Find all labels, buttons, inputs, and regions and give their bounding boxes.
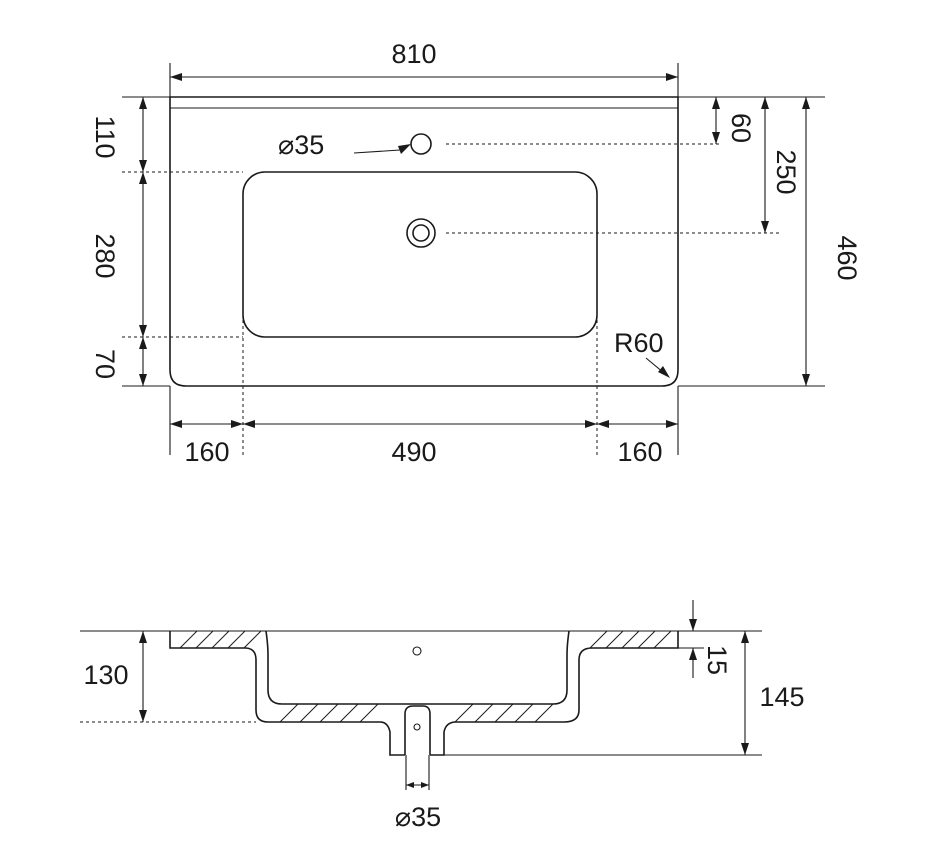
bowl-bottom-hatch [279, 704, 554, 722]
dim-label-145: 145 [759, 682, 804, 712]
dim-label-160-left: 160 [184, 437, 229, 467]
dim-label-490: 490 [391, 437, 436, 467]
section-outer-profile [169, 631, 679, 756]
dimension-drain-diameter: ⌀35 [395, 782, 441, 832]
dimension-overall-width: 810 [170, 39, 678, 81]
drain-neck [404, 705, 431, 755]
dimension-tap-offset: 60 [712, 97, 756, 144]
dim-label-60: 60 [726, 113, 756, 143]
dimension-bottom-row: 160 490 160 [170, 420, 678, 467]
basin-outline [169, 96, 679, 387]
drain-outer [406, 218, 436, 248]
dimension-left-stack: 110 280 70 [90, 97, 147, 386]
dim-label-15: 15 [702, 645, 732, 675]
dim-label-70: 70 [90, 349, 120, 379]
section-inner-profile [265, 630, 570, 705]
bowl-outline [242, 171, 598, 338]
corner-radius-callout: R60 [614, 328, 670, 378]
dim-label-160-right: 160 [617, 437, 662, 467]
tap-hole-diameter-label: ⌀35 [278, 130, 324, 160]
dim-label-280: 280 [90, 233, 120, 278]
dim-label-460: 460 [832, 235, 862, 280]
plan-view: 810 110 280 70 ⌀35 60 [90, 39, 862, 467]
overflow-hole [412, 646, 422, 656]
dimension-overall-depth: 460 [802, 97, 862, 386]
dimension-drain-offset: 250 [761, 97, 801, 233]
dim-label-810: 810 [391, 39, 436, 69]
section-view: 130 15 145 ⌀35 [80, 600, 805, 832]
tap-hole-callout: ⌀35 [278, 130, 411, 160]
dim-label-130: 130 [83, 660, 128, 690]
dim-label-110: 110 [90, 115, 120, 158]
right-deck-hatch [589, 631, 672, 648]
dim-label-r60: R60 [614, 328, 664, 358]
drain-pin [413, 723, 421, 731]
dimension-overall-height: 145 [444, 631, 805, 756]
dimension-deck-thickness: 15 [678, 600, 732, 678]
dimension-bowl-depth: 130 [80, 631, 256, 723]
tap-hole [410, 133, 432, 155]
drain-inner [412, 224, 430, 242]
dim-label-drain-diameter: ⌀35 [395, 802, 441, 832]
dim-label-250: 250 [771, 149, 801, 194]
left-deck-hatch [179, 631, 262, 648]
